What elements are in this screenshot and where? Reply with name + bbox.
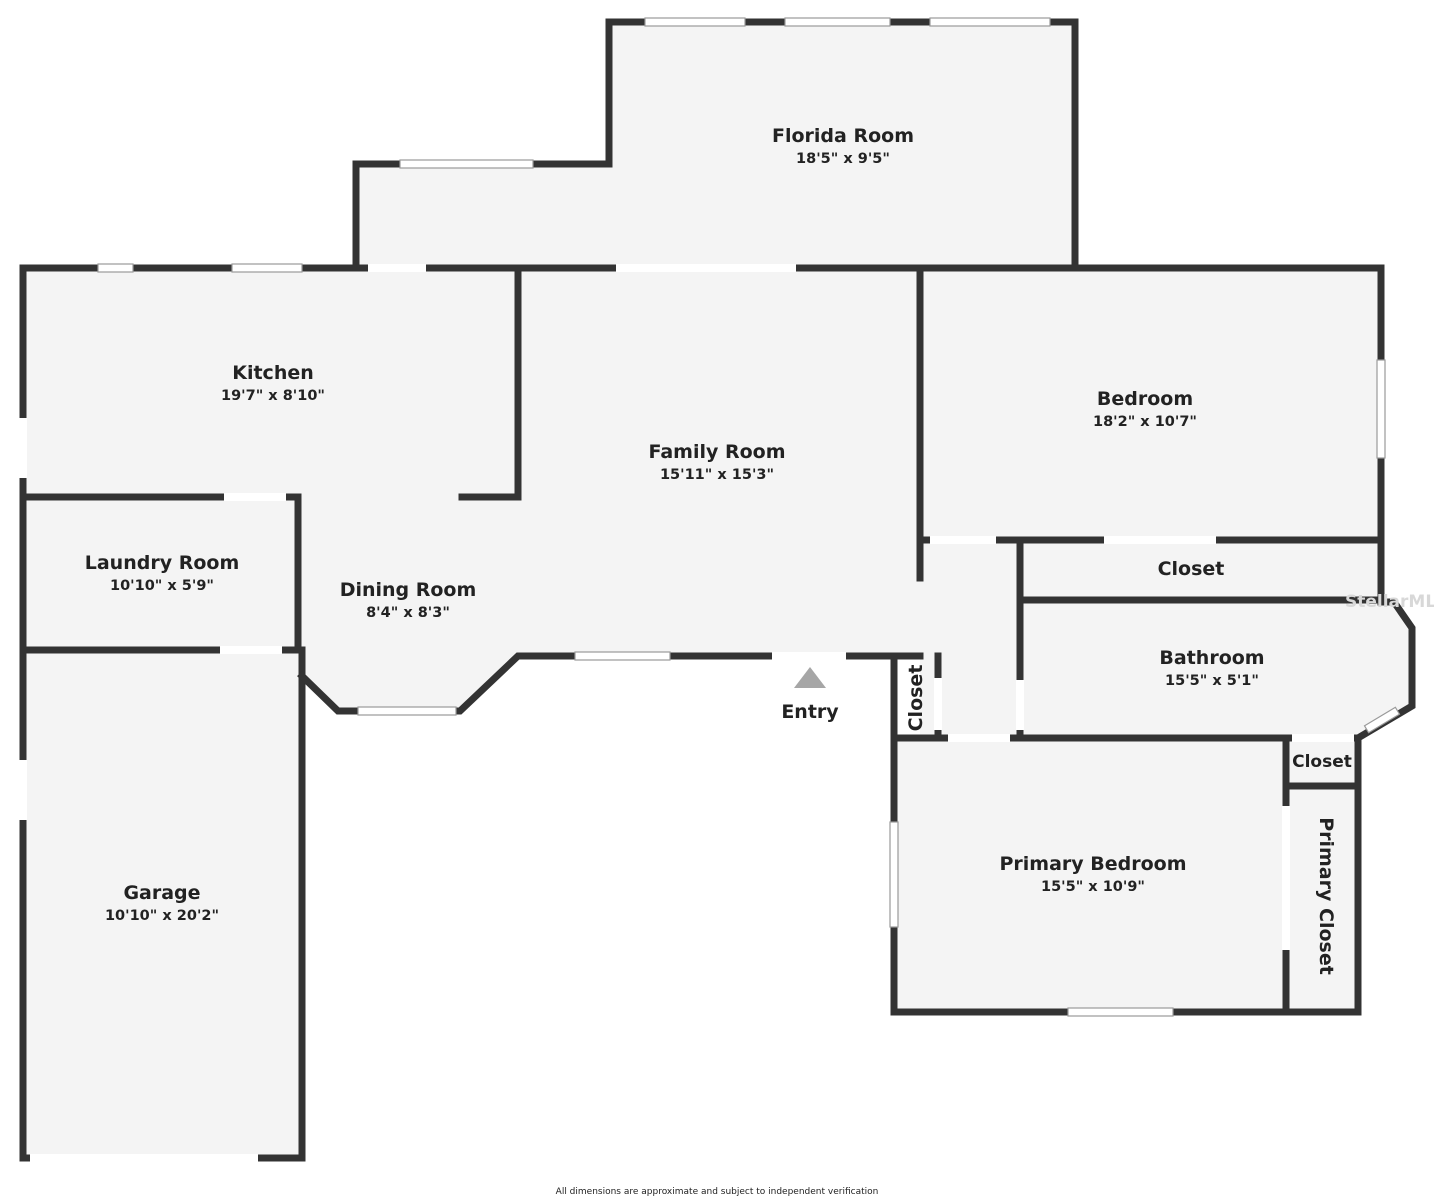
window	[929, 17, 1051, 27]
door-openings	[19, 264, 1354, 1162]
primary-bedroom-dims: 15'5" x 10'9"	[1041, 879, 1145, 895]
door-opening	[19, 418, 27, 478]
entry-arrow-icon	[794, 667, 826, 688]
door-opening	[1016, 680, 1024, 730]
window	[231, 263, 303, 273]
entry-label: Entry	[781, 701, 839, 723]
floor-fill	[23, 22, 1412, 1158]
window	[357, 706, 457, 716]
window	[97, 263, 134, 273]
dining-room-dims: 8'4" x 8'3"	[366, 605, 450, 621]
disclaimer-footer: All dimensions are approximate and subje…	[556, 1187, 879, 1197]
door-opening	[1292, 734, 1354, 742]
window	[1067, 1007, 1174, 1017]
florida-room-dims: 18'5" x 9'5"	[796, 151, 890, 167]
entry-door	[772, 652, 846, 660]
door-opening	[19, 760, 27, 820]
family-room-dims: 15'11" x 15'3"	[660, 467, 774, 483]
bathroom-dims: 15'5" x 5'1"	[1165, 673, 1259, 689]
bedroom-closet-name: Closet	[1158, 558, 1225, 580]
window	[1363, 706, 1401, 734]
window	[399, 159, 534, 169]
hall-closet-name: Closet	[905, 665, 927, 732]
door-opening	[1104, 536, 1216, 544]
windows	[97, 17, 1401, 1017]
door-opening	[934, 678, 942, 730]
door-opening	[616, 264, 796, 272]
dining-room-name: Dining Room	[340, 579, 477, 601]
room-labels: Florida Room 18'5" x 9'5" Kitchen 19'7" …	[85, 125, 1352, 975]
florida-room-name: Florida Room	[772, 125, 914, 147]
garage-dims: 10'10" x 20'2"	[105, 908, 219, 924]
bathroom-name: Bathroom	[1159, 647, 1264, 669]
watermark: StellarMLS	[1345, 592, 1434, 612]
laundry-room-name: Laundry Room	[85, 552, 240, 574]
primary-bedroom-name: Primary Bedroom	[999, 853, 1186, 875]
garage-name: Garage	[123, 882, 200, 904]
garage-door	[30, 1154, 258, 1162]
small-closet-name: Closet	[1292, 752, 1352, 772]
window	[784, 17, 891, 27]
door-opening	[930, 536, 996, 544]
window	[574, 651, 671, 661]
bedroom-dims: 18'2" x 10'7"	[1093, 414, 1197, 430]
door-opening	[224, 493, 286, 501]
window	[1376, 359, 1386, 459]
bedroom-name: Bedroom	[1097, 388, 1193, 410]
door-opening	[220, 646, 282, 654]
door-opening	[1282, 806, 1290, 950]
primary-closet-name: Primary Closet	[1315, 817, 1337, 975]
door-opening	[368, 264, 426, 272]
window	[889, 821, 899, 928]
kitchen-dims: 19'7" x 8'10"	[221, 388, 325, 404]
kitchen-name: Kitchen	[232, 362, 314, 384]
laundry-room-dims: 10'10" x 5'9"	[110, 578, 214, 594]
window	[644, 17, 746, 27]
family-room-name: Family Room	[648, 441, 785, 463]
door-opening	[948, 734, 1010, 742]
floor-area	[23, 22, 1412, 1158]
